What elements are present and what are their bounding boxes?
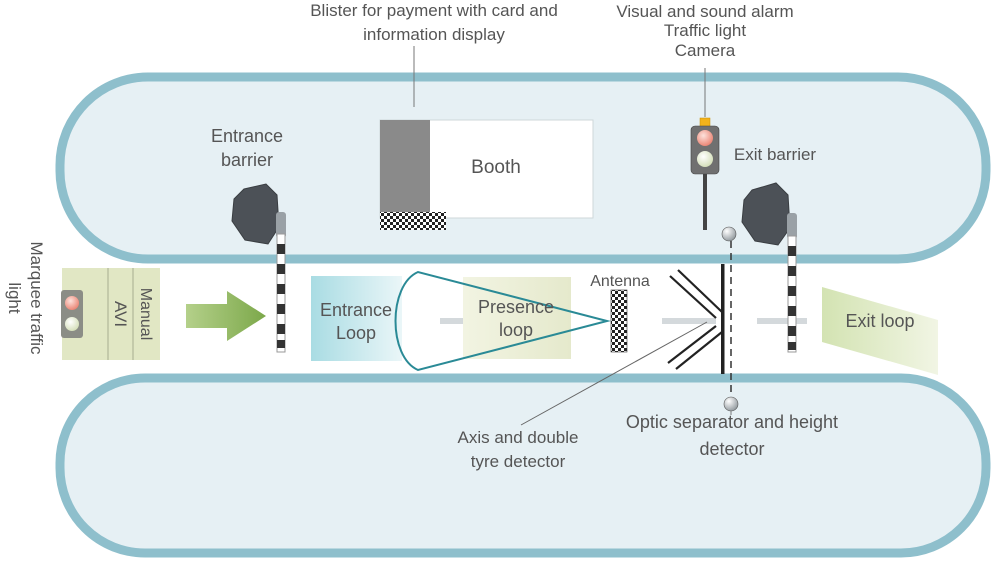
marquee-label-line2: light	[5, 282, 24, 313]
manual-label: Manual	[137, 288, 154, 340]
booth	[379, 119, 594, 230]
marquee-label: Marquee traffic	[27, 241, 46, 355]
entrance-barrier-head	[231, 183, 280, 245]
optic-separator-label-line2: detector	[699, 439, 764, 459]
axis-leader-line	[520, 321, 708, 426]
blister-label: Blister for payment with card and	[310, 1, 558, 20]
direction-arrow-icon	[186, 291, 266, 341]
lane-mark	[440, 318, 470, 324]
green-light-icon	[697, 151, 713, 167]
lane-mark	[757, 318, 807, 324]
presence-loop-label: Presence	[478, 297, 554, 317]
antenna	[610, 289, 628, 353]
optic-sensor-top	[721, 226, 737, 242]
entrance-barrier-label-line2: barrier	[221, 150, 273, 170]
camera-label: Camera	[675, 41, 736, 60]
entrance-loop-label: Entrance	[320, 300, 392, 320]
booth-label: Booth	[471, 157, 521, 178]
blister-label-line2: information display	[363, 25, 505, 44]
axis-tyre-detector	[667, 269, 723, 370]
antenna-detection-zone	[394, 270, 611, 372]
exit-barrier-head	[741, 182, 791, 246]
exit-loop	[822, 287, 938, 375]
axis-detector-label: Axis and double	[458, 428, 579, 447]
presence-loop-label-line2: loop	[499, 320, 533, 340]
traffic-light-label: Traffic light	[664, 21, 746, 40]
entrance-loop	[311, 276, 402, 361]
presence-loop	[463, 277, 571, 359]
entrance-barrier	[231, 183, 286, 353]
red-light-icon	[697, 130, 713, 146]
optic-separator-label: Optic separator and height	[626, 412, 838, 432]
marquee-red-light-icon	[65, 296, 79, 310]
entrance-barrier-label: Entrance	[211, 126, 283, 146]
avi-label: AVI	[111, 301, 130, 327]
axis-detector-label-line2: tyre detector	[471, 452, 566, 471]
exit-barrier	[741, 182, 797, 353]
optic-sensor-bottom	[723, 396, 739, 412]
alarm-label: Visual and sound alarm	[616, 2, 793, 21]
blister-panel	[380, 120, 430, 218]
lane-mark	[662, 318, 716, 324]
exit-loop-label: Exit loop	[845, 311, 914, 331]
axis-detector-bar	[721, 264, 725, 374]
entrance-loop-label-line2: Loop	[336, 323, 376, 343]
exit-barrier-label: Exit barrier	[734, 145, 817, 164]
traffic-light	[690, 117, 720, 230]
antenna-label: Antenna	[590, 273, 650, 290]
payment-pad	[380, 212, 446, 230]
lower-island	[55, 373, 991, 558]
marquee-green-light-icon	[65, 317, 79, 331]
marquee-traffic-light	[61, 268, 160, 360]
